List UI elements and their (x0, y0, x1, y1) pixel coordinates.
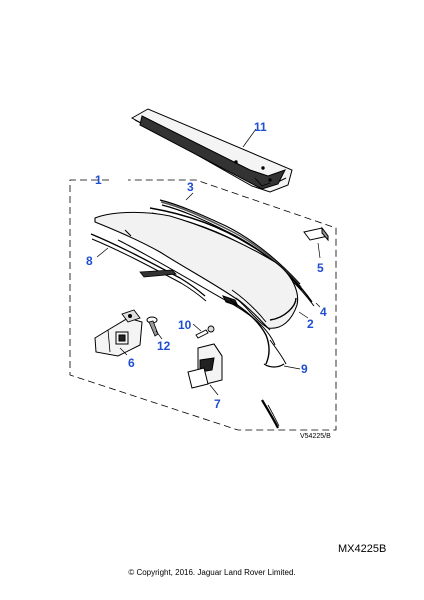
assembly-boundary (69, 179, 337, 431)
leader-10 (192, 323, 202, 332)
part-9-edge-seal (229, 299, 287, 368)
callouts: 11 1 3 8 5 4 2 10 12 6 9 7 (86, 120, 327, 411)
leader-4 (315, 302, 321, 308)
callout-9: 9 (301, 362, 308, 376)
callout-3: 3 (187, 180, 194, 194)
leader-12 (155, 330, 163, 340)
part-2-deck-panel (94, 211, 299, 331)
callout-4: 4 (320, 305, 327, 319)
leader-11 (242, 128, 257, 148)
part-7-mount-bracket (187, 343, 223, 389)
part-10-screw (195, 325, 215, 339)
reference-code: V54225/B (300, 433, 331, 440)
copyright: © Copyright, 2016. Jaguar Land Rover Lim… (128, 568, 296, 577)
leader-3 (185, 192, 194, 201)
leader-2 (298, 311, 309, 319)
part-12-bolt (146, 316, 159, 337)
small-trim-strip (139, 269, 177, 278)
callout-10: 10 (178, 318, 192, 332)
part-11-cover-panel (130, 108, 293, 193)
leader-9 (283, 365, 301, 370)
callout-2: 2 (307, 317, 314, 331)
callout-6: 6 (128, 356, 135, 370)
part-6-bracket (94, 309, 143, 357)
leader-6 (119, 347, 128, 356)
callout-12: 12 (157, 339, 171, 353)
callout-5: 5 (317, 261, 324, 275)
part-5-clip (303, 226, 329, 242)
part-number: MX4225B (338, 543, 387, 555)
cable (261, 399, 280, 429)
leader-5 (317, 242, 321, 259)
part-8-side-trim (90, 229, 207, 302)
callout-1: 1 (95, 173, 102, 187)
leader-8 (96, 247, 109, 258)
leader-7 (209, 384, 219, 396)
callout-7: 7 (214, 397, 221, 411)
callout-11: 11 (254, 120, 267, 134)
support-rail (117, 239, 276, 346)
callout-8: 8 (86, 254, 93, 268)
